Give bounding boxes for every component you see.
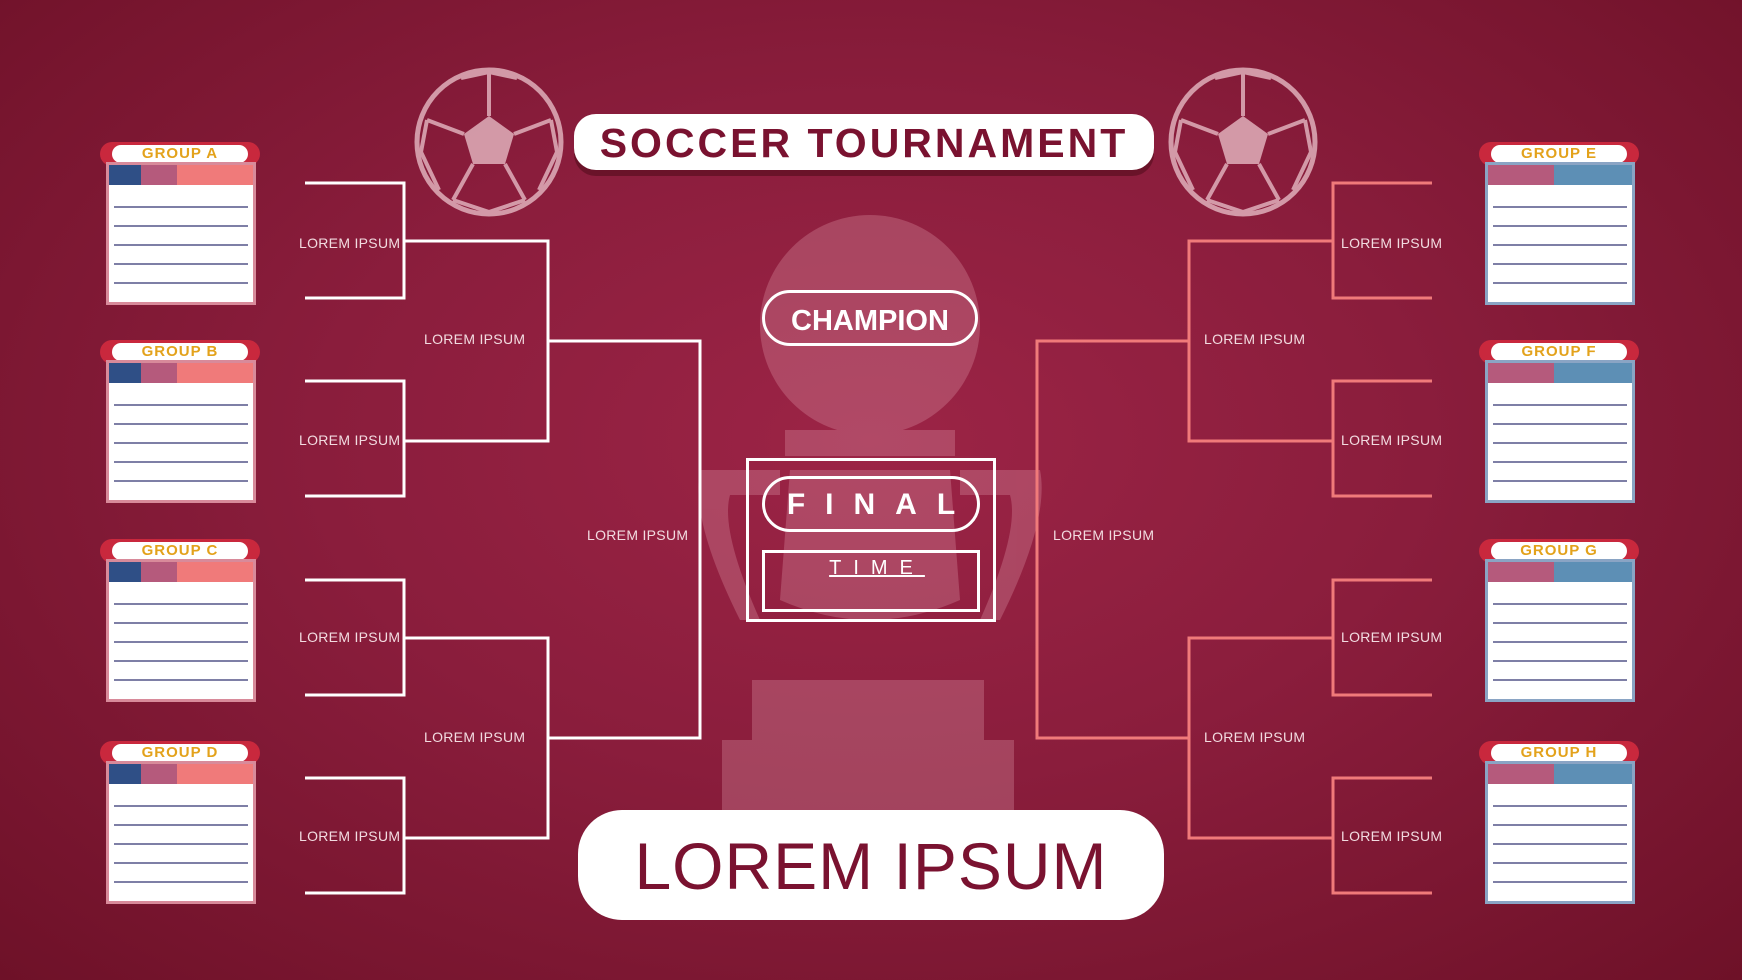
group-table-h: GROUP H xyxy=(1479,741,1639,906)
group-name: GROUP A xyxy=(112,145,248,163)
tournament-title: SOCCER TOURNAMENT xyxy=(574,114,1154,170)
group-rows xyxy=(114,586,248,695)
group-table-g: GROUP G xyxy=(1479,539,1639,704)
group-name: GROUP B xyxy=(112,343,248,361)
final-frame xyxy=(746,458,996,622)
group-rows xyxy=(1493,189,1627,298)
group-card xyxy=(106,360,256,503)
group-name: GROUP H xyxy=(1491,744,1627,762)
group-tab: GROUP B xyxy=(100,340,260,364)
soccer-ball-icon xyxy=(417,70,561,214)
footer-banner: LOREM IPSUM xyxy=(578,810,1164,920)
group-tab: GROUP C xyxy=(100,539,260,563)
group-rows xyxy=(1493,586,1627,695)
group-card xyxy=(106,559,256,702)
group-card xyxy=(1485,559,1635,702)
group-name: GROUP G xyxy=(1491,542,1627,560)
right-round1-label: LOREM IPSUM xyxy=(1341,235,1443,251)
right-round3-label: LOREM IPSUM xyxy=(1053,527,1155,543)
group-card xyxy=(1485,162,1635,305)
group-rows xyxy=(1493,387,1627,496)
group-table-e: GROUP E xyxy=(1479,142,1639,307)
group-table-c: GROUP C xyxy=(100,539,260,704)
champion-badge: CHAMPION xyxy=(762,290,978,346)
time-label: TIME xyxy=(829,557,925,579)
left-round1-label: LOREM IPSUM xyxy=(299,235,401,251)
left-round3-label: LOREM IPSUM xyxy=(587,527,689,543)
group-rows xyxy=(114,189,248,298)
right-round2-label: LOREM IPSUM xyxy=(1204,729,1306,745)
time-box: TIME xyxy=(762,550,980,612)
group-table-a: GROUP A xyxy=(100,142,260,307)
left-round1-label: LOREM IPSUM xyxy=(299,828,401,844)
group-card xyxy=(1485,761,1635,904)
right-round1-label: LOREM IPSUM xyxy=(1341,629,1443,645)
group-rows xyxy=(1493,788,1627,897)
group-card xyxy=(106,162,256,305)
left-round2-label: LOREM IPSUM xyxy=(424,331,526,347)
group-name: GROUP E xyxy=(1491,145,1627,163)
right-round1-label: LOREM IPSUM xyxy=(1341,432,1443,448)
group-rows xyxy=(114,788,248,897)
group-card xyxy=(106,761,256,904)
group-card xyxy=(1485,360,1635,503)
group-table-b: GROUP B xyxy=(100,340,260,505)
soccer-ball-icon xyxy=(1171,70,1315,214)
group-name: GROUP C xyxy=(112,542,248,560)
left-round1-label: LOREM IPSUM xyxy=(299,432,401,448)
final-badge: FINAL xyxy=(762,476,980,532)
left-round2-label: LOREM IPSUM xyxy=(424,729,526,745)
group-name: GROUP D xyxy=(112,744,248,762)
group-name: GROUP F xyxy=(1491,343,1627,361)
group-table-d: GROUP D xyxy=(100,741,260,906)
right-round2-label: LOREM IPSUM xyxy=(1204,331,1306,347)
group-rows xyxy=(114,387,248,496)
left-round1-label: LOREM IPSUM xyxy=(299,629,401,645)
right-round1-label: LOREM IPSUM xyxy=(1341,828,1443,844)
group-table-f: GROUP F xyxy=(1479,340,1639,505)
